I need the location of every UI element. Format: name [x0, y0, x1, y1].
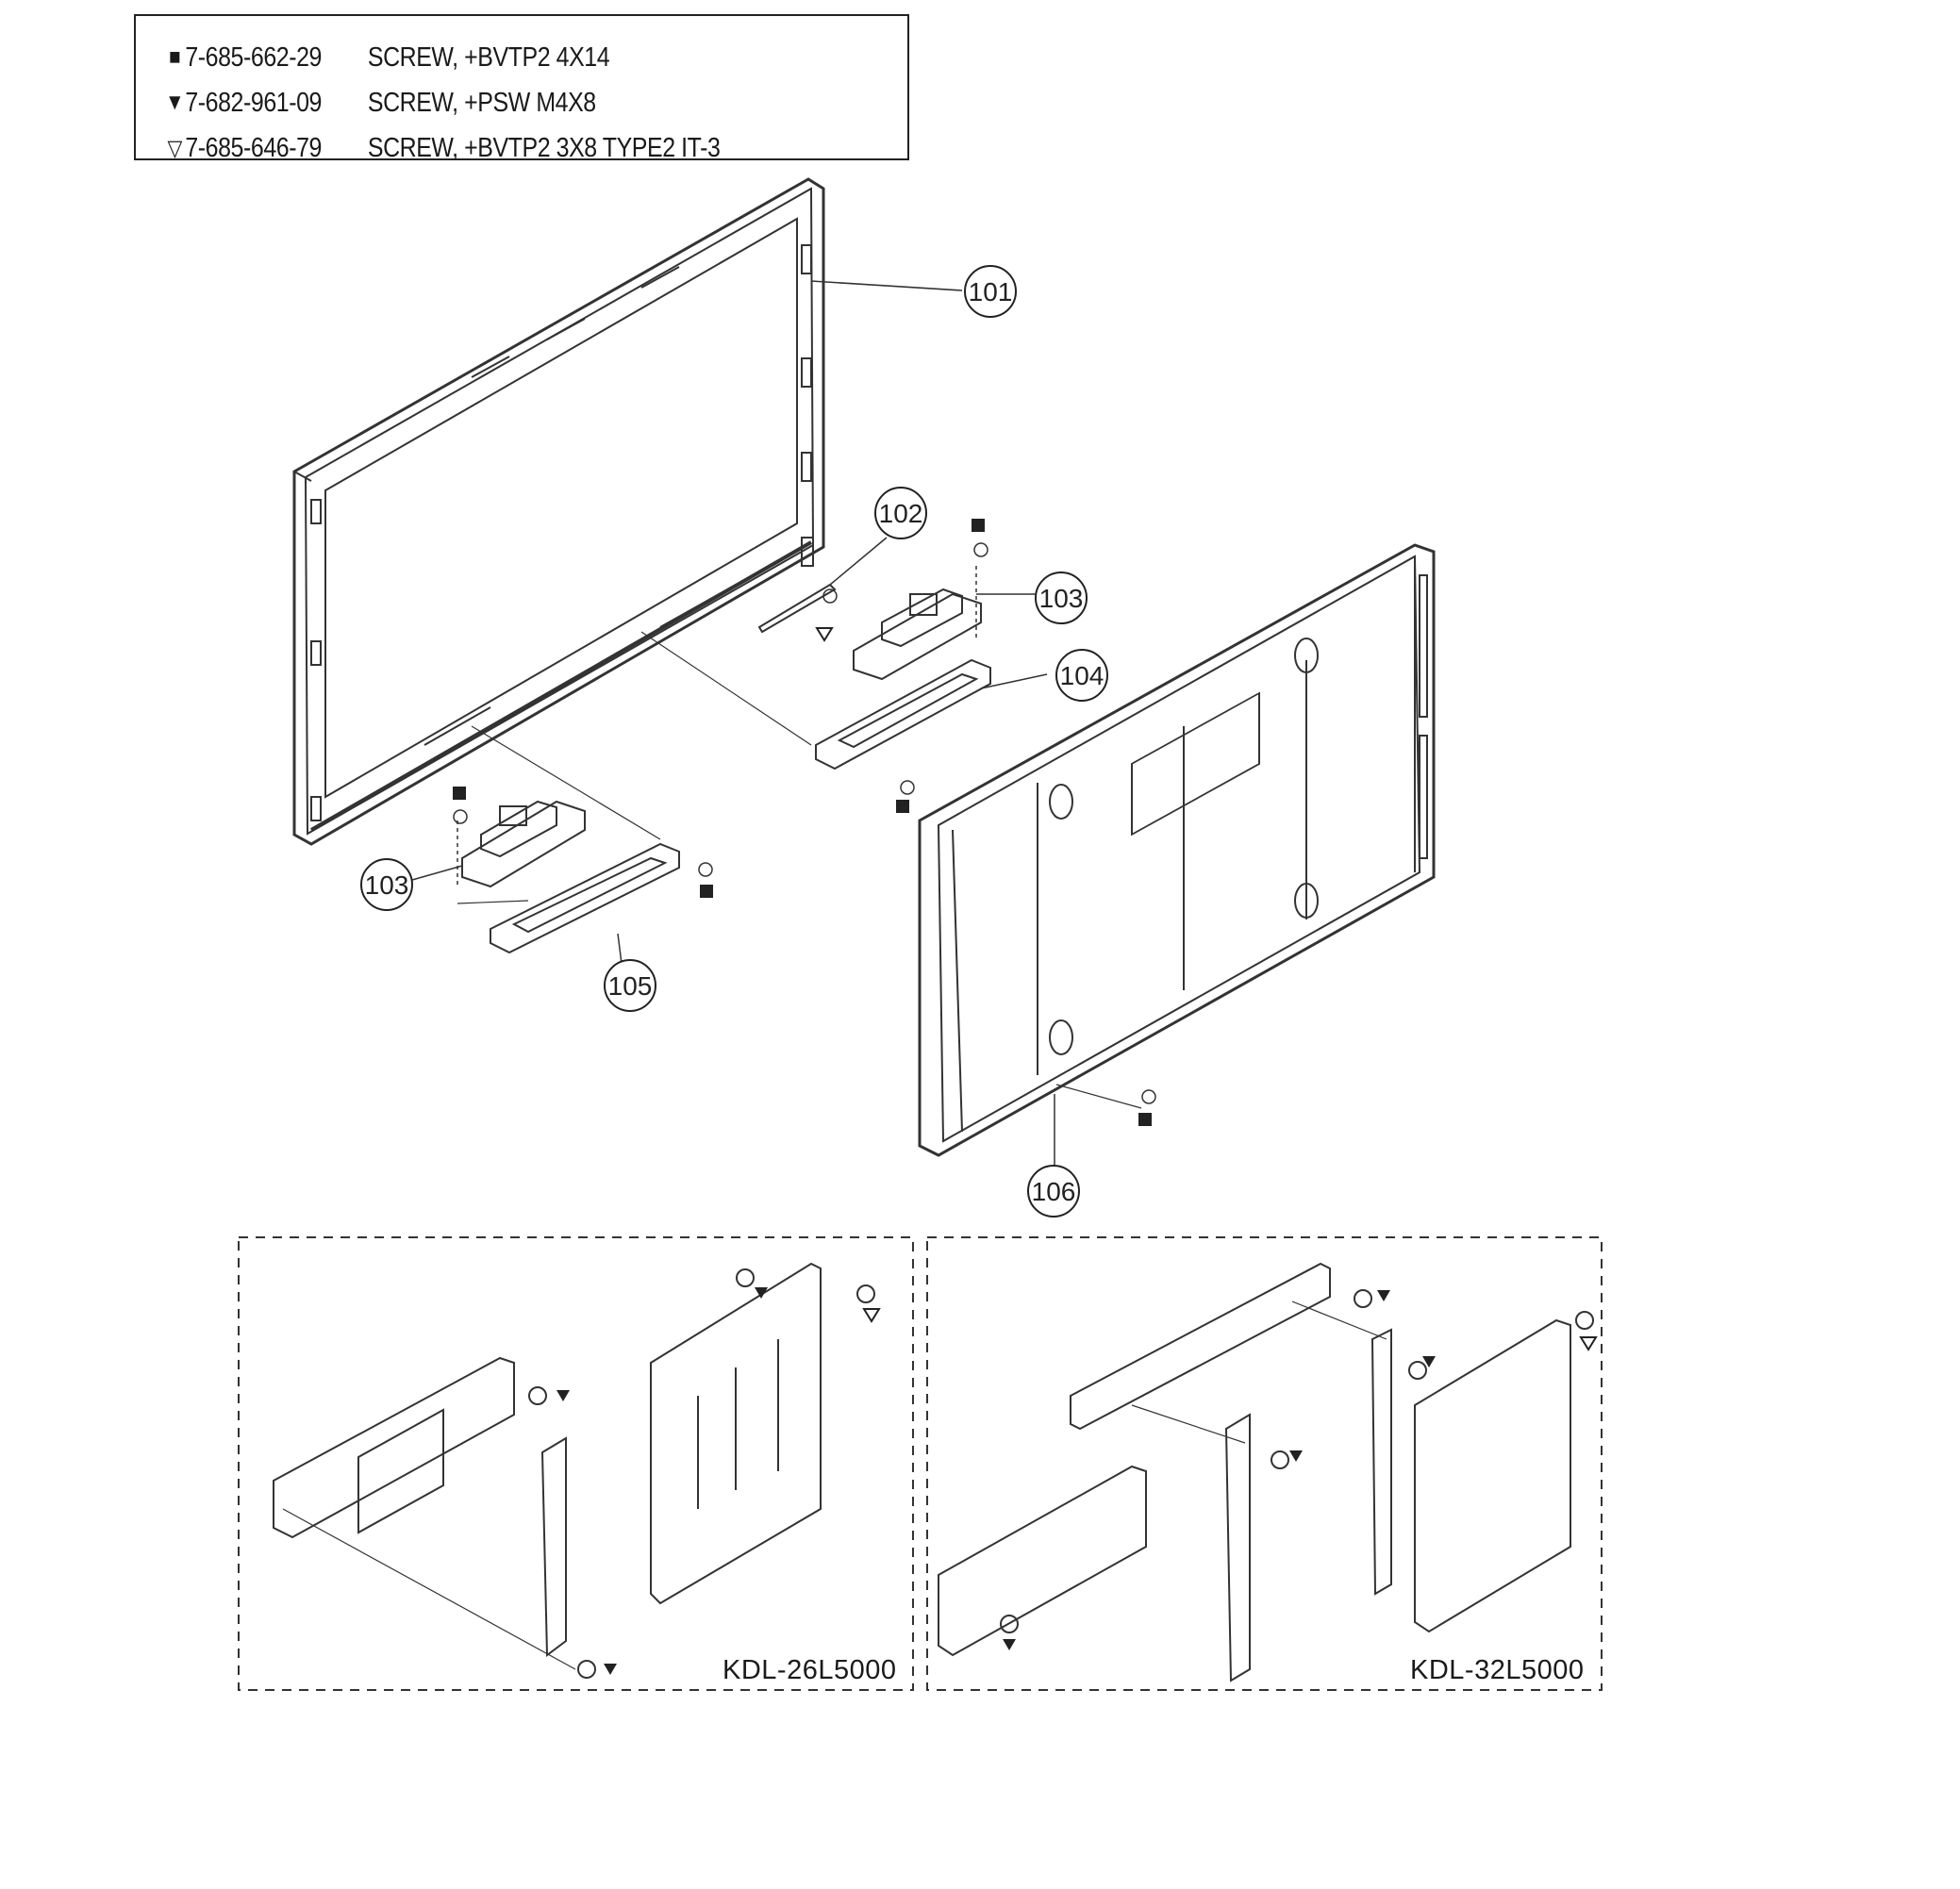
filled-triangle-screw-icon — [604, 1664, 617, 1675]
front-bezel — [292, 177, 825, 846]
filled-triangle-screw-icon — [1289, 1450, 1303, 1462]
open-triangle-screw-icon — [862, 1308, 881, 1323]
filled-triangle-screw-icon — [755, 1287, 768, 1299]
callout-103-right — [1035, 572, 1088, 624]
legend-description: SCREW, +PSW M4X8 — [367, 87, 596, 118]
screw-legend: ■ 7-685-662-29 SCREW, +BVTP2 4X14 ▼ 7-68… — [134, 14, 909, 163]
legend-description: SCREW, +BVTP2 4X14 — [367, 41, 610, 73]
callout-label: 104 — [1060, 661, 1105, 690]
open-screw-markers — [815, 627, 1598, 1351]
bracket-105 — [457, 725, 680, 972]
screw-markers — [453, 519, 1436, 1675]
callout-102 — [874, 487, 927, 539]
square-screw-icon — [700, 885, 713, 898]
legend-description: SCREW, +BVTP2 3X8 TYPE2 IT-3 — [367, 132, 721, 163]
square-screw-icon — [896, 800, 909, 813]
callout-label: 103 — [1039, 584, 1084, 613]
legend-row-1: ■ 7-685-662-29 SCREW, +BVTP2 4X14 — [164, 37, 609, 78]
legend-row-2: ▼ 7-682-961-09 SCREW, +PSW M4X8 — [164, 82, 596, 124]
legend-part-number: 7-682-961-09 — [185, 87, 322, 118]
callout-105 — [604, 959, 656, 1012]
legend-row-3: ▽ 7-685-646-79 SCREW, +BVTP2 3X8 TYPE2 I… — [164, 127, 720, 169]
callout-101 — [964, 265, 1017, 318]
callout-103-left — [360, 858, 413, 911]
model-label-26: KDL-26L5000 — [723, 1655, 897, 1685]
callout-106 — [1027, 1165, 1080, 1218]
callout-label: 102 — [879, 499, 923, 528]
square-screw-icon — [1138, 1113, 1152, 1126]
open-triangle-screw-icon — [815, 627, 834, 642]
inset-26-parts — [273, 1262, 875, 1679]
callout-label: 105 — [608, 971, 653, 1001]
filled-triangle-screw-icon: ▼ — [165, 90, 185, 115]
callout-label: 101 — [969, 277, 1013, 307]
rear-chassis — [918, 543, 1436, 1169]
bracket-104 — [640, 631, 1048, 771]
open-triangle-screw-icon — [1579, 1336, 1598, 1351]
open-triangle-screw-icon: ▽ — [167, 135, 182, 161]
filled-triangle-screw-icon — [1422, 1356, 1436, 1367]
callout-104 — [1055, 649, 1108, 702]
legend-part-number: 7-685-662-29 — [185, 41, 322, 73]
callout-label: 106 — [1032, 1177, 1076, 1206]
speaker-left — [405, 800, 586, 888]
model-label-32: KDL-32L5000 — [1410, 1655, 1585, 1685]
inset-box-26 — [238, 1236, 914, 1691]
screw-group — [453, 542, 1156, 1104]
legend-part-number: 7-685-646-79 — [185, 132, 322, 163]
square-screw-icon: ■ — [169, 44, 181, 70]
filled-triangle-screw-icon — [1003, 1639, 1016, 1650]
speaker-right — [853, 566, 1052, 681]
square-screw-icon — [453, 787, 466, 800]
inset-box-32 — [926, 1236, 1603, 1691]
filled-triangle-screw-icon — [1377, 1290, 1390, 1301]
callout-circles — [360, 265, 1108, 1218]
callout-label: 103 — [365, 870, 409, 900]
inset-32-parts — [938, 1262, 1594, 1682]
part-102-strip — [757, 537, 888, 634]
filled-triangle-screw-icon — [556, 1390, 570, 1401]
square-screw-icon — [972, 519, 985, 532]
